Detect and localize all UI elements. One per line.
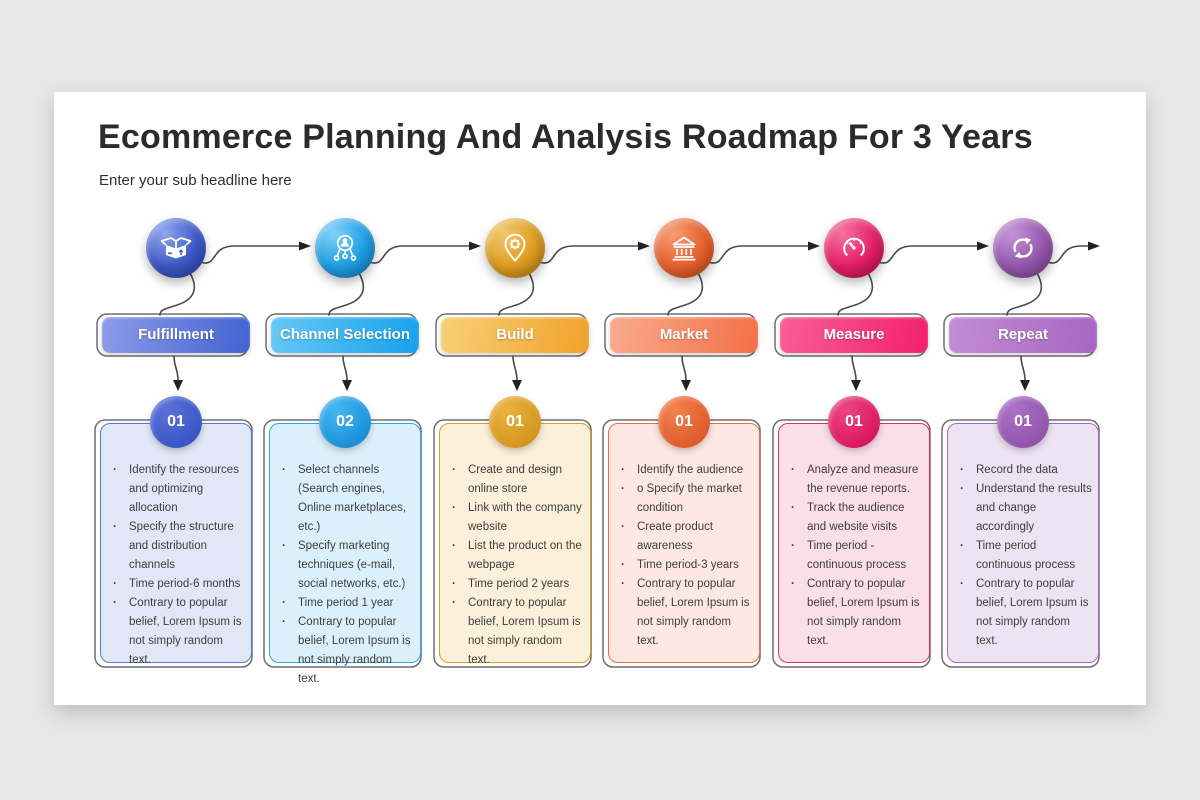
- stage-label-pill: Market: [610, 317, 758, 353]
- person-network-icon: [315, 218, 375, 278]
- bullet-list: Select channels (Search engines, Online …: [278, 461, 414, 689]
- stage-label-pill: Fulfillment: [102, 317, 250, 353]
- bullet-item: Create and design online store: [448, 461, 584, 499]
- bullet-item: Understand the results and change accord…: [956, 480, 1092, 537]
- open-box-icon: [146, 218, 206, 278]
- gauge-icon: [824, 218, 884, 278]
- bullet-item: Identify the audience: [617, 461, 753, 480]
- bullet-item: Time period 2 years: [448, 575, 584, 594]
- bullet-item: Contrary to popular belief, Lorem Ipsum …: [109, 594, 245, 670]
- step-number-badge: 01: [828, 396, 880, 448]
- stage-detail-card: Identify the resources and optimizing al…: [100, 423, 252, 666]
- bullet-item: Time period 1 year: [278, 594, 414, 613]
- bullet-item: Contrary to popular belief, Lorem Ipsum …: [956, 575, 1092, 651]
- step-number-badge: 01: [489, 396, 541, 448]
- bullet-item: Select channels (Search engines, Online …: [278, 461, 414, 537]
- bullet-item: Time period-6 months: [109, 575, 245, 594]
- bullet-item: Track the audience and website visits: [787, 499, 923, 537]
- page-title: Ecommerce Planning And Analysis Roadmap …: [98, 118, 1033, 156]
- step-number-badge: 01: [997, 396, 1049, 448]
- bullet-item: Time period continuous process: [956, 537, 1092, 575]
- stage-detail-card: Identify the audienceo Specify the marke…: [608, 423, 760, 663]
- bank-building-icon: [654, 218, 714, 278]
- step-number-badge: 01: [150, 396, 202, 448]
- step-number-badge: 02: [319, 396, 371, 448]
- bullet-item: Specify the structure and distribution c…: [109, 518, 245, 575]
- bullet-item: Time period-3 years: [617, 556, 753, 575]
- bullet-item: Specify marketing techniques (e-mail, so…: [278, 537, 414, 594]
- stage-label-pill: Channel Selection: [271, 317, 419, 353]
- bullet-item: Analyze and measure the revenue reports.: [787, 461, 923, 499]
- bullet-item: Create product awareness: [617, 518, 753, 556]
- stage-label-pill: Build: [441, 317, 589, 353]
- bullet-list: Identify the audienceo Specify the marke…: [617, 461, 753, 651]
- stage-label-pill: Repeat: [949, 317, 1097, 353]
- pin-gear-icon: [485, 218, 545, 278]
- bullet-item: Contrary to popular belief, Lorem Ipsum …: [448, 594, 584, 670]
- bullet-item: Time period - continuous process: [787, 537, 923, 575]
- refresh-cycle-icon: [993, 218, 1053, 278]
- bullet-item: Identify the resources and optimizing al…: [109, 461, 245, 518]
- bullet-item: Link with the company website: [448, 499, 584, 537]
- bullet-list: Create and design online storeLink with …: [448, 461, 584, 670]
- bullet-item: Contrary to popular belief, Lorem Ipsum …: [278, 613, 414, 689]
- bullet-list: Analyze and measure the revenue reports.…: [787, 461, 923, 651]
- stage-detail-card: Create and design online storeLink with …: [439, 423, 591, 666]
- bullet-item: Contrary to popular belief, Lorem Ipsum …: [617, 575, 753, 651]
- bullet-list: Record the dataUnderstand the results an…: [956, 461, 1092, 651]
- bullet-item: List the product on the webpage: [448, 537, 584, 575]
- stage-detail-card: Analyze and measure the revenue reports.…: [778, 423, 930, 663]
- stage-label-pill: Measure: [780, 317, 928, 353]
- bullet-list: Identify the resources and optimizing al…: [109, 461, 245, 670]
- page-subtitle: Enter your sub headline here: [99, 172, 292, 189]
- stage-detail-card: Record the dataUnderstand the results an…: [947, 423, 1099, 663]
- bullet-item: Record the data: [956, 461, 1092, 480]
- bullet-item: o Specify the market condition: [617, 480, 753, 518]
- stage-detail-card: Select channels (Search engines, Online …: [269, 423, 421, 685]
- bullet-item: Contrary to popular belief, Lorem Ipsum …: [787, 575, 923, 651]
- step-number-badge: 01: [658, 396, 710, 448]
